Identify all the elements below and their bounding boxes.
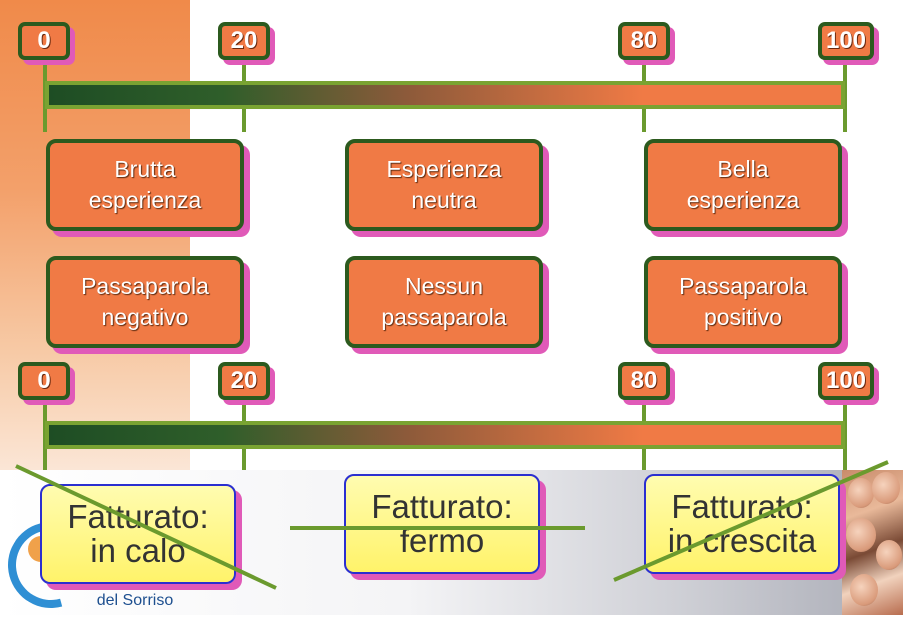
smiling-faces-photo [842,470,903,615]
card-text-line-2: positivo [704,304,782,330]
revenue-text-line-2: in calo [90,532,186,569]
card-text-line-1: Passaparola [81,273,209,299]
card-bad-experience: Brutta esperienza [46,139,244,231]
revenue-box-decreasing: Fatturato: in calo [40,484,236,584]
tick-line-100 [843,400,847,470]
card-text-line-1: Passaparola [679,273,807,299]
revenue-box-flat: Fatturato: fermo [344,474,540,574]
tick-label-0: 0 [18,362,70,400]
logo-line-2: del Sorriso [96,592,174,609]
card-text-line-2: passaparola [381,304,507,330]
tick-label-20: 20 [218,362,270,400]
card-text-line-2: esperienza [686,187,800,213]
revenue-box-growing: Fatturato: in crescita [644,474,840,574]
tick-label-80: 80 [618,362,670,400]
tick-label-0: 0 [18,22,70,60]
revenue-text-line-2: in crescita [667,522,817,559]
card-neutral-experience: Esperienza neutra [345,139,543,231]
card-text-line-1: Esperienza [386,156,502,182]
revenue-text-line-2: fermo [399,522,485,559]
card-text-line-2: negativo [101,304,189,330]
card-no-word-of-mouth: Nessun passaparola [345,256,543,348]
tick-label-80: 80 [618,22,670,60]
tick-label-100: 100 [818,22,874,60]
card-good-experience: Bella esperienza [644,139,842,231]
card-positive-word-of-mouth: Passaparola positivo [644,256,842,348]
gradient-bar-bottom [45,421,845,449]
revenue-text-line-1: Fatturato: [371,488,513,525]
tick-label-100: 100 [818,362,874,400]
card-text-line-2: neutra [411,187,477,213]
card-text-line-1: Bella [717,156,769,182]
card-negative-word-of-mouth: Passaparola negativo [46,256,244,348]
revenue-text-line-1: Fatturato: [67,498,209,535]
revenue-text-line-1: Fatturato: [671,488,813,525]
card-text-line-2: esperienza [88,187,202,213]
card-text-line-1: Nessun [405,273,483,299]
tick-line-100 [843,60,847,132]
tick-label-20: 20 [218,22,270,60]
card-text-line-1: Brutta [114,156,176,182]
gradient-bar-top [45,81,845,109]
